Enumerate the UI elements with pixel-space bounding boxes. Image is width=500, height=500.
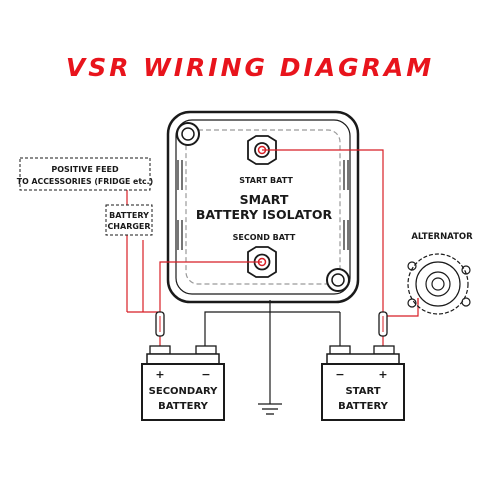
secondary-battery: + − SECONDARY BATTERY (141, 345, 225, 421)
battery-isolator-unit: START BATT SMART BATTERY ISOLATOR SECOND… (166, 110, 360, 304)
isolator-name-line1: SMART (240, 192, 289, 207)
start-minus-sign: − (335, 368, 344, 381)
secondary-minus-sign: − (201, 368, 210, 381)
positive-wires (126, 149, 419, 346)
ground-wires (204, 300, 341, 404)
positive-feed-box: POSITIVE FEED TO ACCESSORIES (FRIDGE etc… (17, 157, 153, 191)
positive-feed-line2: TO ACCESSORIES (FRIDGE etc.) (17, 177, 153, 186)
charger-line2: CHARGER (107, 222, 150, 231)
secondary-battery-line2: BATTERY (158, 401, 208, 412)
charger-line1: BATTERY (109, 211, 149, 220)
start-battery: − + START BATTERY (321, 345, 405, 421)
start-plus-sign: + (378, 368, 387, 381)
alternator-icon (407, 253, 471, 315)
start-battery-line1: START (345, 386, 380, 397)
secondary-plus-sign: + (155, 368, 164, 381)
mounting-hole-icon (176, 122, 200, 146)
diagram-title: VSR WIRING DIAGRAM (66, 53, 434, 82)
second-batt-label: SECOND BATT (233, 233, 296, 242)
isolator-name-line2: BATTERY ISOLATOR (196, 207, 333, 222)
fuse-icon (378, 311, 388, 337)
mounting-hole-icon (326, 268, 350, 292)
secondary-battery-line1: SECONDARY (149, 386, 218, 397)
fuse-icon (155, 311, 165, 337)
start-batt-label: START BATT (239, 176, 293, 185)
alternator-label: ALTERNATOR (411, 232, 473, 242)
battery-charger-box: BATTERY CHARGER (105, 204, 153, 236)
start-battery-line2: BATTERY (338, 401, 388, 412)
ground-symbol-icon (258, 403, 282, 415)
positive-feed-line1: POSITIVE FEED (51, 165, 119, 174)
